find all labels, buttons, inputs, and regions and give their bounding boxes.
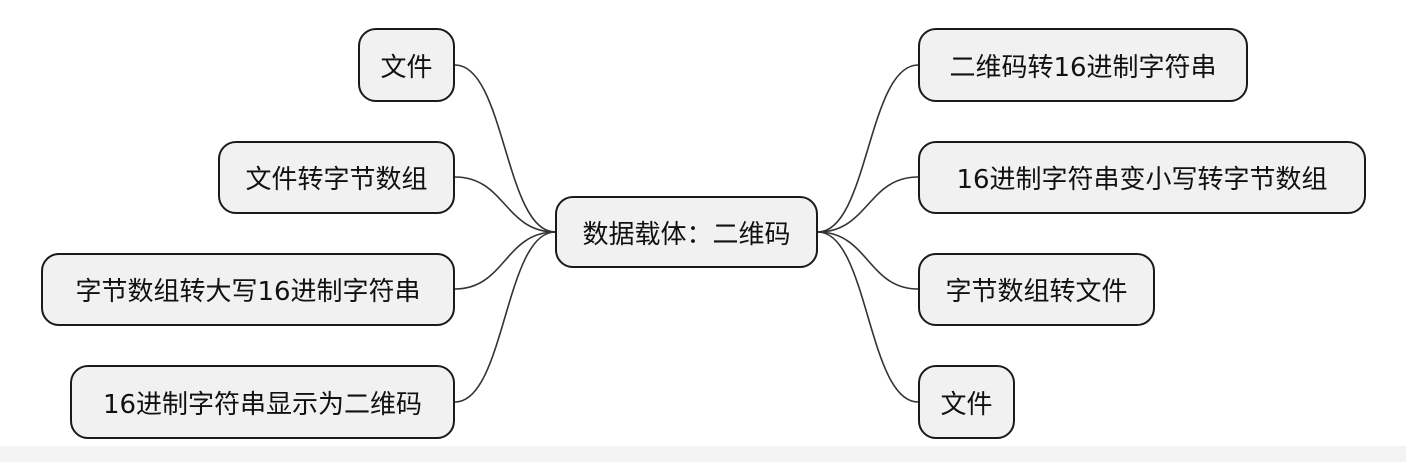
bottom-band — [0, 446, 1406, 462]
root-node-label: 数据载体：二维码 — [582, 219, 791, 250]
left-node-4: 16进制字符串显示为二维码 — [70, 365, 455, 439]
right-node-3-label: 字节数组转文件 — [945, 277, 1128, 307]
edge-left-3 — [454, 231, 556, 290]
right-node-3: 字节数组转文件 — [918, 253, 1155, 326]
right-node-4-label: 文件 — [940, 389, 993, 420]
right-node-1: 二维码转16进制字符串 — [918, 28, 1248, 102]
edge-left-1 — [454, 64, 556, 233]
left-node-3: 字节数组转大写16进制字符串 — [41, 253, 455, 326]
left-node-3-label: 字节数组转大写16进制字符串 — [75, 277, 421, 307]
right-node-4: 文件 — [918, 365, 1015, 439]
edge-right-1 — [817, 64, 919, 233]
left-node-2-label: 文件转字节数组 — [245, 165, 428, 195]
edge-right-2 — [817, 176, 919, 233]
root-node: 数据载体：二维码 — [555, 196, 818, 268]
left-node-1-label: 文件 — [380, 52, 433, 83]
edge-left-4 — [454, 231, 556, 403]
right-node-2-label: 16进制字符串变小写转字节数组 — [956, 165, 1328, 195]
edge-right-4 — [817, 231, 919, 403]
edge-left-2 — [454, 176, 556, 233]
edge-right-3 — [817, 231, 919, 290]
right-node-1-label: 二维码转16进制字符串 — [949, 52, 1217, 83]
left-node-4-label: 16进制字符串显示为二维码 — [102, 389, 423, 420]
left-node-2: 文件转字节数组 — [218, 141, 455, 214]
left-node-1: 文件 — [358, 28, 455, 102]
right-node-2: 16进制字符串变小写转字节数组 — [918, 141, 1366, 214]
